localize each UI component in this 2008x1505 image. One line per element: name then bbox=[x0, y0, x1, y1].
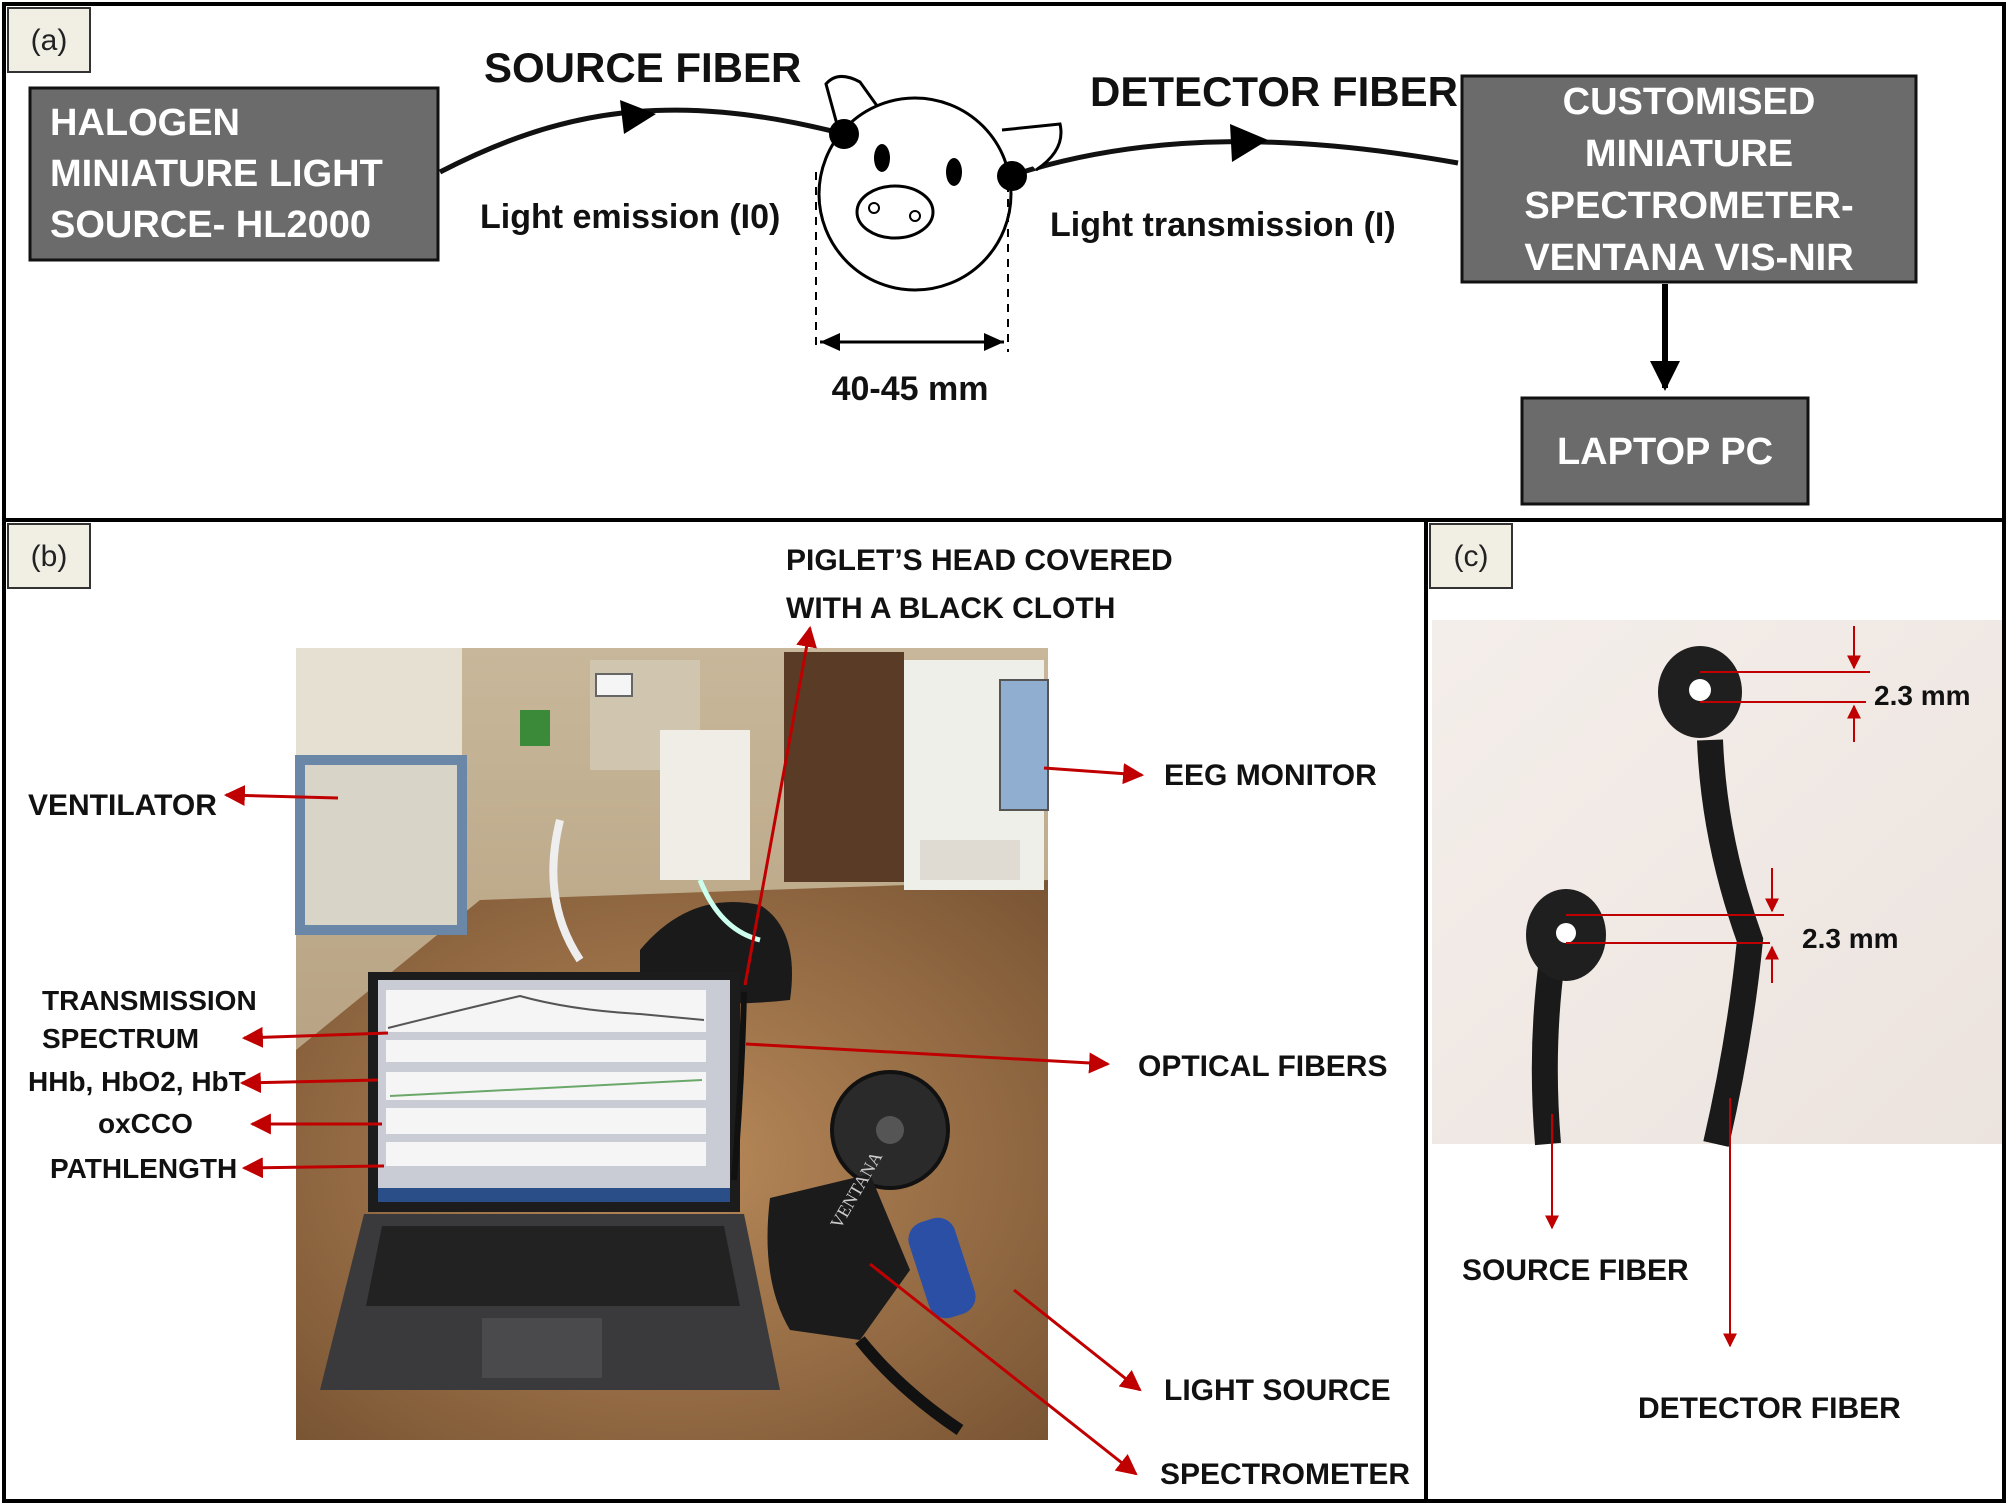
detector-fiber-label: DETECTOR FIBER bbox=[1090, 68, 1458, 115]
piglet-head-note-line-2: WITH A BLACK CLOTH bbox=[786, 592, 1115, 625]
eeg-monitor-label: EEG MONITOR bbox=[1164, 759, 1377, 792]
experimental-setup-photo: VENTANA bbox=[295, 648, 1049, 1440]
piglet-right-eye bbox=[946, 158, 962, 186]
spectrometer-box: CUSTOMISED MINIATURE SPECTROMETER- VENTA… bbox=[1460, 74, 1918, 284]
light-source-line-3: SOURCE- HL2000 bbox=[50, 204, 371, 246]
optical-fibers bbox=[731, 991, 747, 1181]
spectrometer-line-1: CUSTOMISED bbox=[1563, 81, 1816, 123]
source-fiber-contact bbox=[829, 119, 859, 149]
fiber-dimension-top-label: 2.3 mm bbox=[1874, 680, 1971, 711]
spectrometer-label: SPECTROMETER bbox=[1160, 1458, 1410, 1491]
laptop-box-label: LAPTOP PC bbox=[1557, 431, 1773, 473]
arrow-ventilator bbox=[223, 785, 339, 807]
spectrometer-device bbox=[767, 1174, 910, 1340]
annotation-arrows-b bbox=[223, 625, 1145, 1476]
arrow-optical-fibers bbox=[745, 1042, 1111, 1074]
source-fiber-line bbox=[438, 107, 841, 175]
light-source-line-1: HALOGEN bbox=[50, 102, 240, 144]
piglet-head-note-line-1: PIGLET’S HEAD COVERED bbox=[786, 544, 1173, 577]
source-fiber-arrowhead bbox=[620, 100, 656, 134]
source-fiber-c-label: SOURCE FIBER bbox=[1462, 1254, 1689, 1287]
spectrometer-line-2: MINIATURE bbox=[1585, 133, 1793, 175]
transmission-spectrum-line-1: TRANSMISSION bbox=[42, 985, 257, 1016]
panel-tag-c-text: (c) bbox=[1454, 540, 1489, 573]
detector-fiber-c-label: DETECTOR FIBER bbox=[1638, 1392, 1901, 1425]
detector-fiber-line bbox=[1009, 139, 1459, 179]
panel-tag-c: (c) bbox=[1429, 523, 1513, 589]
spectrometer-line-3: SPECTROMETER- bbox=[1524, 185, 1853, 227]
arrow-hemoglobin bbox=[239, 1072, 379, 1094]
detector-fiber-contact bbox=[997, 161, 1027, 191]
panel-tag-a-text: (a) bbox=[31, 24, 68, 57]
arrow-eeg-monitor bbox=[1043, 763, 1145, 785]
panel-tag-a: (a) bbox=[7, 7, 91, 73]
light-source-device bbox=[908, 1217, 976, 1319]
panel-tag-b: (b) bbox=[7, 523, 91, 589]
arrow-spectrometer bbox=[869, 1262, 1138, 1476]
detector-fiber-cable bbox=[1697, 739, 1764, 1147]
light-source-label: LIGHT SOURCE bbox=[1164, 1374, 1391, 1407]
oxcco-label: oxCCO bbox=[98, 1108, 193, 1139]
panel-tag-b-text: (b) bbox=[31, 540, 68, 573]
piglet-head-drawing bbox=[817, 75, 1063, 292]
light-source-box: HALOGEN MINIATURE LIGHT SOURCE- HL2000 bbox=[28, 86, 440, 262]
source-fiber-cable bbox=[1531, 958, 1565, 1146]
piglet-right-ear bbox=[1001, 122, 1063, 172]
laptop-box: LAPTOP PC bbox=[1520, 396, 1810, 506]
arrow-piglet-head bbox=[743, 625, 817, 986]
light-transmission-label: Light transmission (I) bbox=[1050, 206, 1396, 244]
fiber-tips-photo bbox=[1432, 620, 2002, 1147]
arrow-light-source bbox=[1013, 1288, 1142, 1392]
optical-fibers-label: OPTICAL FIBERS bbox=[1138, 1050, 1387, 1083]
fiber-dimension-marks bbox=[1545, 626, 1870, 1348]
transmission-spectrum-line-2: SPECTRUM bbox=[42, 1023, 199, 1054]
arrow-pathlength bbox=[241, 1157, 385, 1179]
arrow-transmission-spectrum bbox=[241, 1026, 389, 1048]
spectrometer-line-4: VENTANA VIS-NIR bbox=[1524, 237, 1853, 279]
head-width-dimension: 40-45 mm bbox=[815, 172, 1009, 408]
ventilator-label: VENTILATOR bbox=[28, 789, 217, 822]
detector-fiber-arrowhead bbox=[1230, 124, 1268, 162]
light-emission-label: Light emission (I0) bbox=[480, 198, 780, 236]
piglet-left-eye bbox=[874, 144, 890, 172]
fiber-dimension-bottom-label: 2.3 mm bbox=[1802, 923, 1899, 954]
pathlength-label: PATHLENGTH bbox=[50, 1153, 237, 1184]
light-source-line-2: MINIATURE LIGHT bbox=[50, 153, 383, 195]
source-fiber-label: SOURCE FIBER bbox=[484, 44, 801, 91]
head-width-label: 40-45 mm bbox=[832, 370, 989, 408]
piglet-snout bbox=[855, 184, 935, 240]
hemoglobin-label: HHb, HbO2, HbT bbox=[28, 1066, 246, 1097]
